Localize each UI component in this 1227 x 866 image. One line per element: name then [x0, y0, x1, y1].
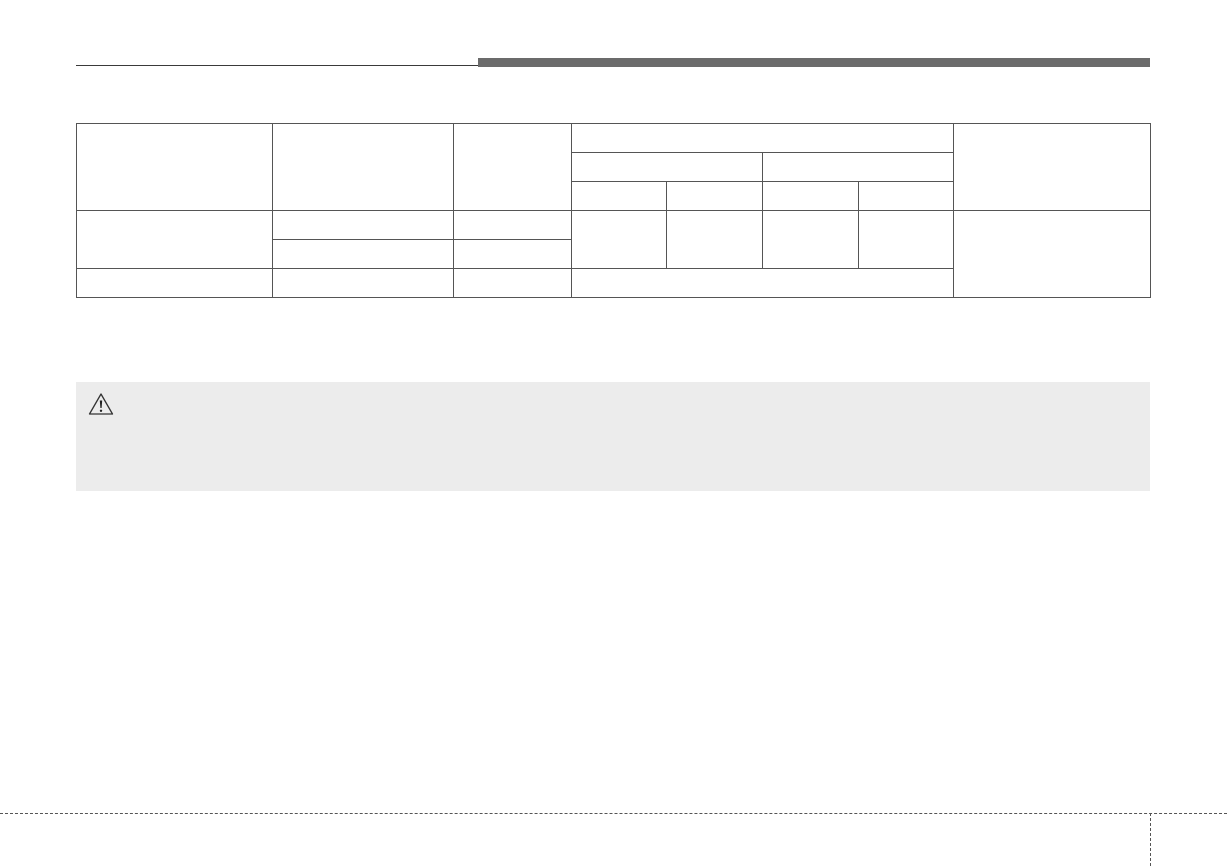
table-row-3-cell-b	[453, 268, 572, 298]
table-header-sub-cell-1	[571, 181, 667, 211]
table-row-1-value-3	[762, 210, 859, 269]
warning-triangle-icon	[88, 393, 114, 415]
footer-dashed-line	[0, 813, 1227, 814]
table-header-subgroup-left	[571, 152, 763, 182]
table-row-1-value-2	[666, 210, 763, 269]
table-row-1-cell-b	[453, 210, 572, 240]
table-header-cell-2	[272, 123, 454, 211]
table-row	[77, 239, 1151, 269]
table-row-3-label	[76, 268, 273, 298]
table-header-group-cell	[571, 123, 954, 153]
table-header-subgroup-right	[762, 152, 954, 182]
table-row-1-label	[76, 210, 273, 269]
table-row-1-value-1	[571, 210, 667, 269]
table-header-row-1	[76, 123, 1151, 211]
table-header-cell-last	[953, 123, 1151, 211]
table-header-cell-1	[76, 123, 273, 211]
table-header-cell-3	[453, 123, 572, 211]
header-thin-rule	[76, 65, 478, 66]
footer-dashed-divider	[1150, 813, 1151, 866]
header-section-bar	[478, 58, 1150, 67]
table-row	[76, 268, 1151, 298]
table-row-3-span	[571, 268, 954, 298]
table-header-sub-cell-4	[858, 181, 954, 211]
table-row-2-cell-a	[272, 239, 454, 269]
specification-table	[76, 123, 1151, 298]
table-row-3-cell-a	[272, 268, 454, 298]
table-row-1-cell-a	[272, 210, 454, 240]
caution-box	[76, 382, 1150, 491]
table-row-1-value-4	[858, 210, 954, 269]
table-header-sub-cell-3	[762, 181, 859, 211]
table-row-2-cell-b	[453, 239, 572, 269]
table-row	[76, 210, 1151, 298]
table-row-note	[953, 210, 1151, 298]
table-header-sub-cell-2	[666, 181, 763, 211]
